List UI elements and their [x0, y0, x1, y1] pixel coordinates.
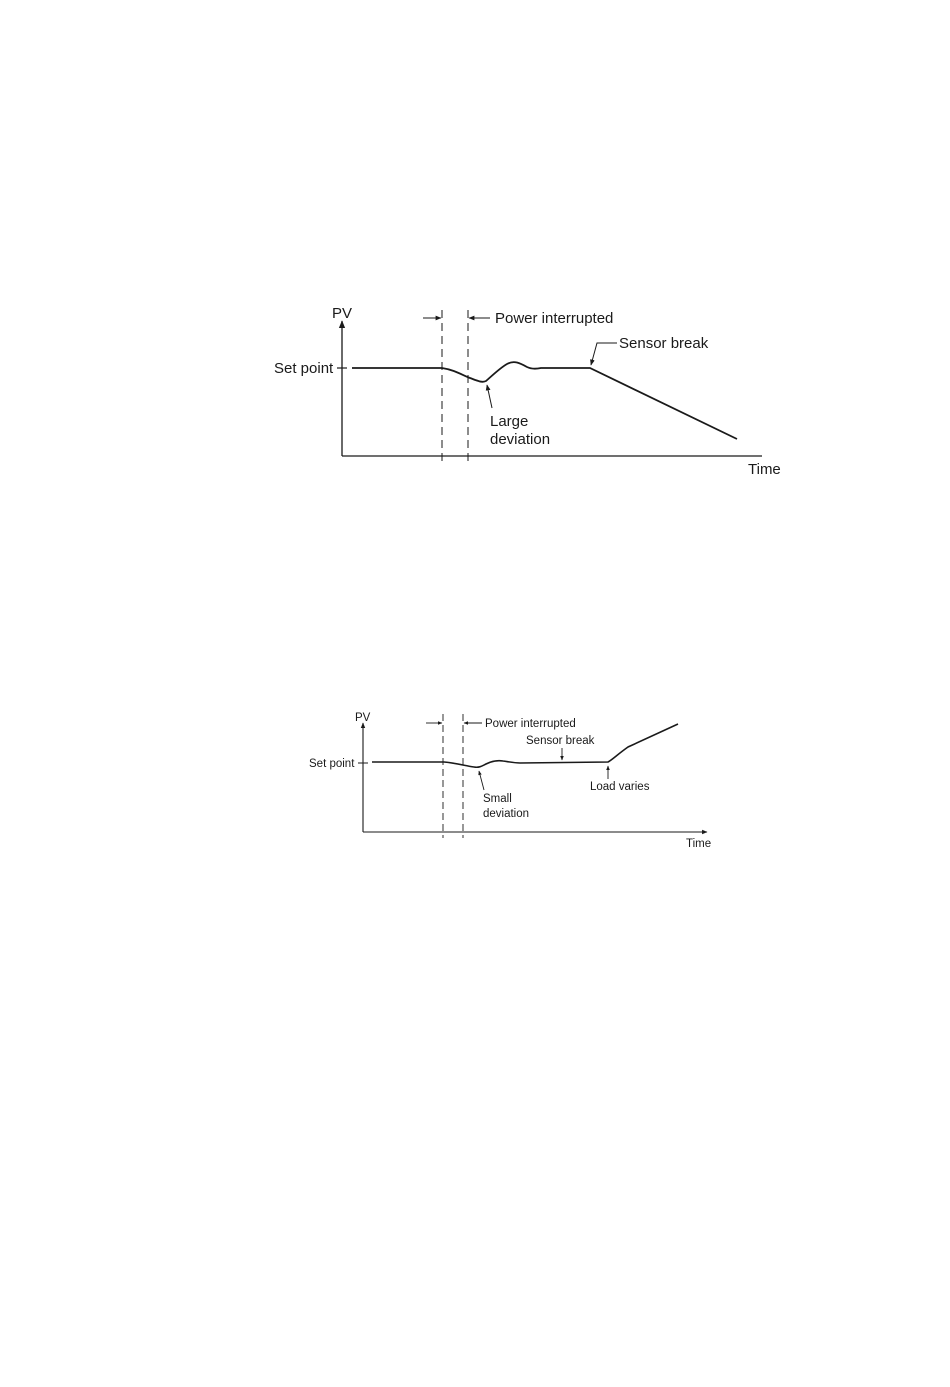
- pv-curve: [352, 362, 737, 439]
- deviation-pointer: [487, 385, 492, 408]
- deviation-pointer: [479, 771, 484, 790]
- deviation-label-line1: Large: [490, 413, 528, 430]
- setpoint-label: Set point: [274, 360, 334, 377]
- setpoint-label: Set point: [309, 758, 355, 770]
- diagram-small-deviation: PV Time Set point Power interrupted Sens…: [309, 712, 711, 850]
- power-interrupted-label: Power interrupted: [485, 718, 576, 730]
- load-varies-label: Load varies: [590, 781, 650, 793]
- sensor-break-label: Sensor break: [619, 335, 709, 352]
- deviation-label-line2: deviation: [483, 808, 529, 820]
- y-axis-label: PV: [332, 305, 352, 322]
- deviation-label-line1: Small: [483, 793, 512, 805]
- x-axis-label: Time: [748, 461, 781, 478]
- x-axis-label: Time: [686, 838, 711, 850]
- power-interrupted-label: Power interrupted: [495, 310, 613, 327]
- diagram-large-deviation: PV Time Set point Power interrupted Sens…: [274, 305, 781, 478]
- pv-curve: [372, 724, 678, 767]
- deviation-label-line2: deviation: [490, 431, 550, 448]
- sensor-break-pointer: [591, 343, 617, 365]
- sensor-break-label: Sensor break: [526, 735, 595, 747]
- y-axis-label: PV: [355, 712, 371, 724]
